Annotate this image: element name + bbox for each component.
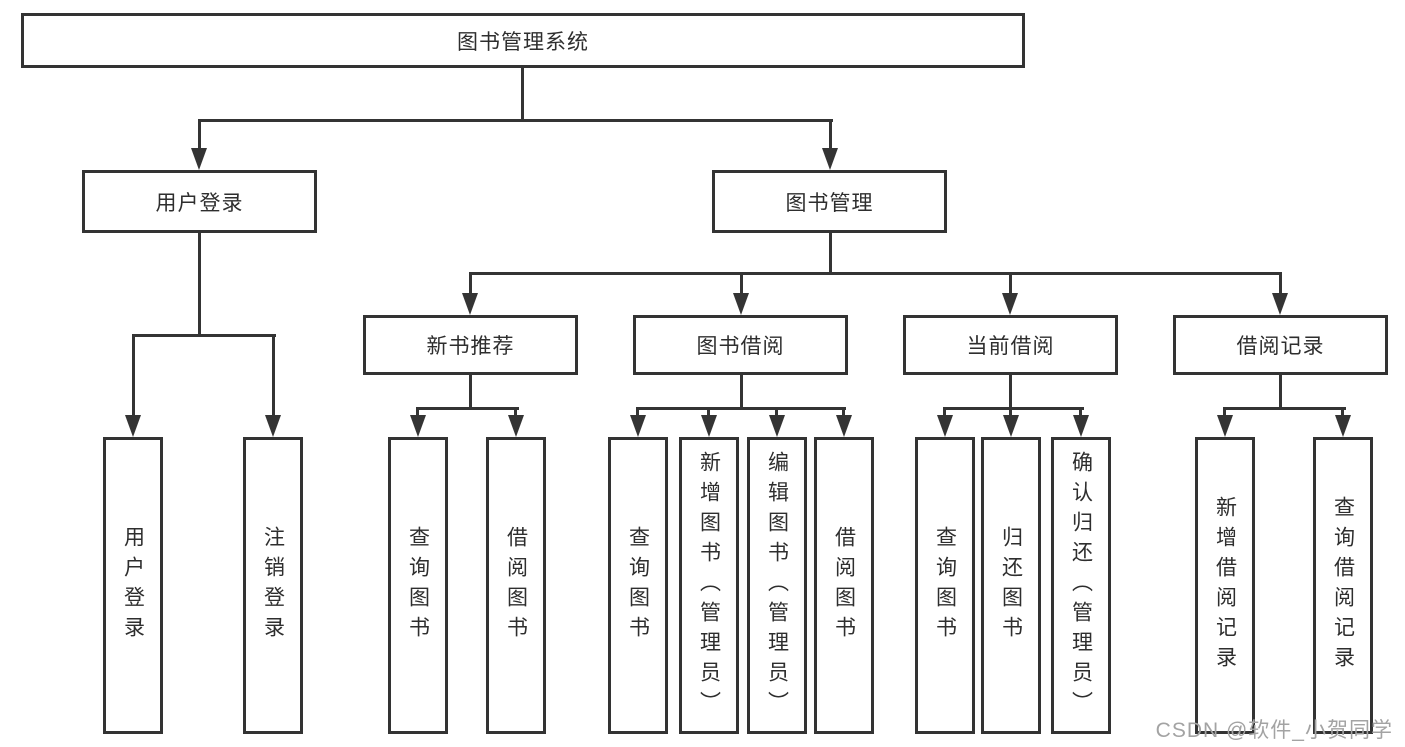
leaf-add-books-admin: 新增图书（管理员） (679, 437, 739, 734)
arrow-down-icon (1217, 415, 1233, 437)
connector-line (636, 407, 639, 419)
arrow-down-icon (1335, 415, 1351, 437)
leaf-borrow-books-recommend: 借阅图书 (486, 437, 546, 734)
node-new-book-recommend: 新书推荐 (363, 315, 578, 375)
node-user-login: 用户登录 (82, 170, 317, 233)
connector-line (1009, 407, 1012, 419)
connector-line (829, 119, 832, 153)
connector-line (637, 407, 846, 410)
connector-line (740, 373, 743, 409)
connector-line (132, 334, 276, 337)
leaf-logout: 注销登录 (243, 437, 303, 734)
connector-line (1224, 407, 1346, 410)
connector-line (1223, 407, 1226, 419)
arrow-down-icon (1003, 415, 1019, 437)
connector-line (469, 272, 472, 296)
arrow-down-icon (265, 415, 281, 437)
connector-line (1079, 407, 1082, 419)
arrow-down-icon (822, 148, 838, 170)
arrow-down-icon (462, 293, 478, 315)
node-borrowing-records: 借阅记录 (1173, 315, 1388, 375)
arrow-down-icon (508, 415, 524, 437)
leaf-query-borrow-record: 查询借阅记录 (1313, 437, 1373, 734)
csdn-watermark: CSDN @软件_小贺同学 (1155, 719, 1393, 742)
connector-line (132, 334, 135, 418)
leaf-add-borrow-record: 新增借阅记录 (1195, 437, 1255, 734)
connector-line (521, 66, 524, 122)
arrow-down-icon (1073, 415, 1089, 437)
leaf-confirm-return-admin: 确认归还（管理员） (1051, 437, 1111, 734)
connector-line (1341, 407, 1344, 419)
connector-line (707, 407, 710, 419)
arrow-down-icon (733, 293, 749, 315)
node-root: 图书管理系统 (21, 13, 1025, 68)
arrow-down-icon (937, 415, 953, 437)
leaf-borrow-books: 借阅图书 (814, 437, 874, 734)
arrow-down-icon (125, 415, 141, 437)
connector-line (417, 407, 519, 410)
connector-line (1279, 373, 1282, 409)
connector-line (272, 334, 275, 418)
leaf-query-books-recommend: 查询图书 (388, 437, 448, 734)
connector-line (1009, 373, 1012, 409)
connector-line (943, 407, 946, 419)
connector-line (198, 119, 201, 153)
arrow-down-icon (1002, 293, 1018, 315)
leaf-query-books-current: 查询图书 (915, 437, 975, 734)
arrow-down-icon (769, 415, 785, 437)
leaf-user-login: 用户登录 (103, 437, 163, 734)
node-book-borrowing: 图书借阅 (633, 315, 848, 375)
connector-line (469, 373, 472, 409)
connector-line (198, 119, 833, 122)
connector-line (842, 407, 845, 419)
leaf-return-books: 归还图书 (981, 437, 1041, 734)
connector-line (740, 272, 743, 296)
arrow-down-icon (410, 415, 426, 437)
connector-line (514, 407, 517, 419)
connector-line (829, 231, 832, 274)
arrow-down-icon (630, 415, 646, 437)
connector-line (775, 407, 778, 419)
connector-line (469, 272, 1282, 275)
arrow-down-icon (1272, 293, 1288, 315)
connector-line (198, 231, 201, 336)
connector-line (1009, 272, 1012, 296)
arrow-down-icon (191, 148, 207, 170)
arrow-down-icon (701, 415, 717, 437)
connector-line (1279, 272, 1282, 296)
connector-line (416, 407, 419, 419)
node-book-management: 图书管理 (712, 170, 947, 233)
arrow-down-icon (836, 415, 852, 437)
leaf-query-books-borrowing: 查询图书 (608, 437, 668, 734)
leaf-edit-books-admin: 编辑图书（管理员） (747, 437, 807, 734)
connector-line (944, 407, 1084, 410)
node-current-borrowing: 当前借阅 (903, 315, 1118, 375)
